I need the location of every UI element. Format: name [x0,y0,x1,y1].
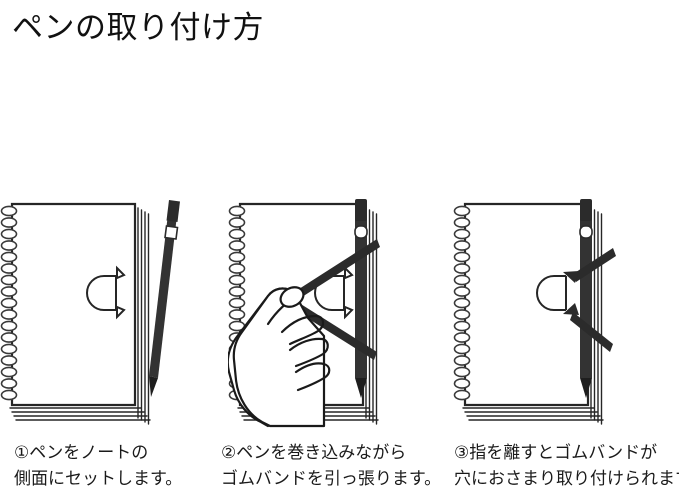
hand-icon [228,287,331,428]
spiral-binding-icon [0,205,18,401]
step-3-illustration [453,186,679,434]
fingertip [279,286,305,308]
elastic-band-hole-icon [86,265,126,320]
caption-step-2: ②ペンを巻き込みながら ゴムバンドを引っ張ります。 [221,440,441,492]
spiral-binding-icon [453,205,471,401]
step-1-illustration [0,186,226,434]
step-2-illustration [228,186,454,434]
pen-icon [354,199,368,398]
caption-step-2-line-1: ②ペンを巻き込みながら [221,443,407,462]
elastic-band-hole-icon [536,275,567,311]
pen-icon [579,199,593,398]
pen-icon [149,200,180,397]
notebook-with-pen-beside-graphic [0,200,180,425]
caption-step-3: ③指を離すとゴムバンドが 穴におさまり取り付けられます。 [454,440,679,492]
caption-step-1-line-1: ①ペンをノートの [14,443,149,462]
page-title: ペンの取り付け方 [12,10,264,45]
elastic-band-hole-icon [314,265,354,320]
elastic-band-released-icon [563,248,616,352]
illustration-panels [0,186,679,434]
caption-step-1: ①ペンをノートの 側面にセットします。 [14,440,182,492]
band-settled-holding-pen-graphic [453,199,616,425]
step-captions: ①ペンをノートの 側面にセットします。 ②ペンを巻き込みながら ゴムバンドを引っ… [0,440,679,495]
caption-step-1-line-2: 側面にセットします。 [14,469,183,488]
caption-step-3-line-2: 穴におさまり取り付けられます。 [454,469,679,488]
elastic-band-stretched-icon [285,239,380,360]
caption-step-2-line-2: ゴムバンドを引っ張ります。 [221,469,442,488]
caption-step-3-line-1: ③指を離すとゴムバンドが [454,443,658,462]
hand-pulling-elastic-band-graphic [228,199,380,428]
